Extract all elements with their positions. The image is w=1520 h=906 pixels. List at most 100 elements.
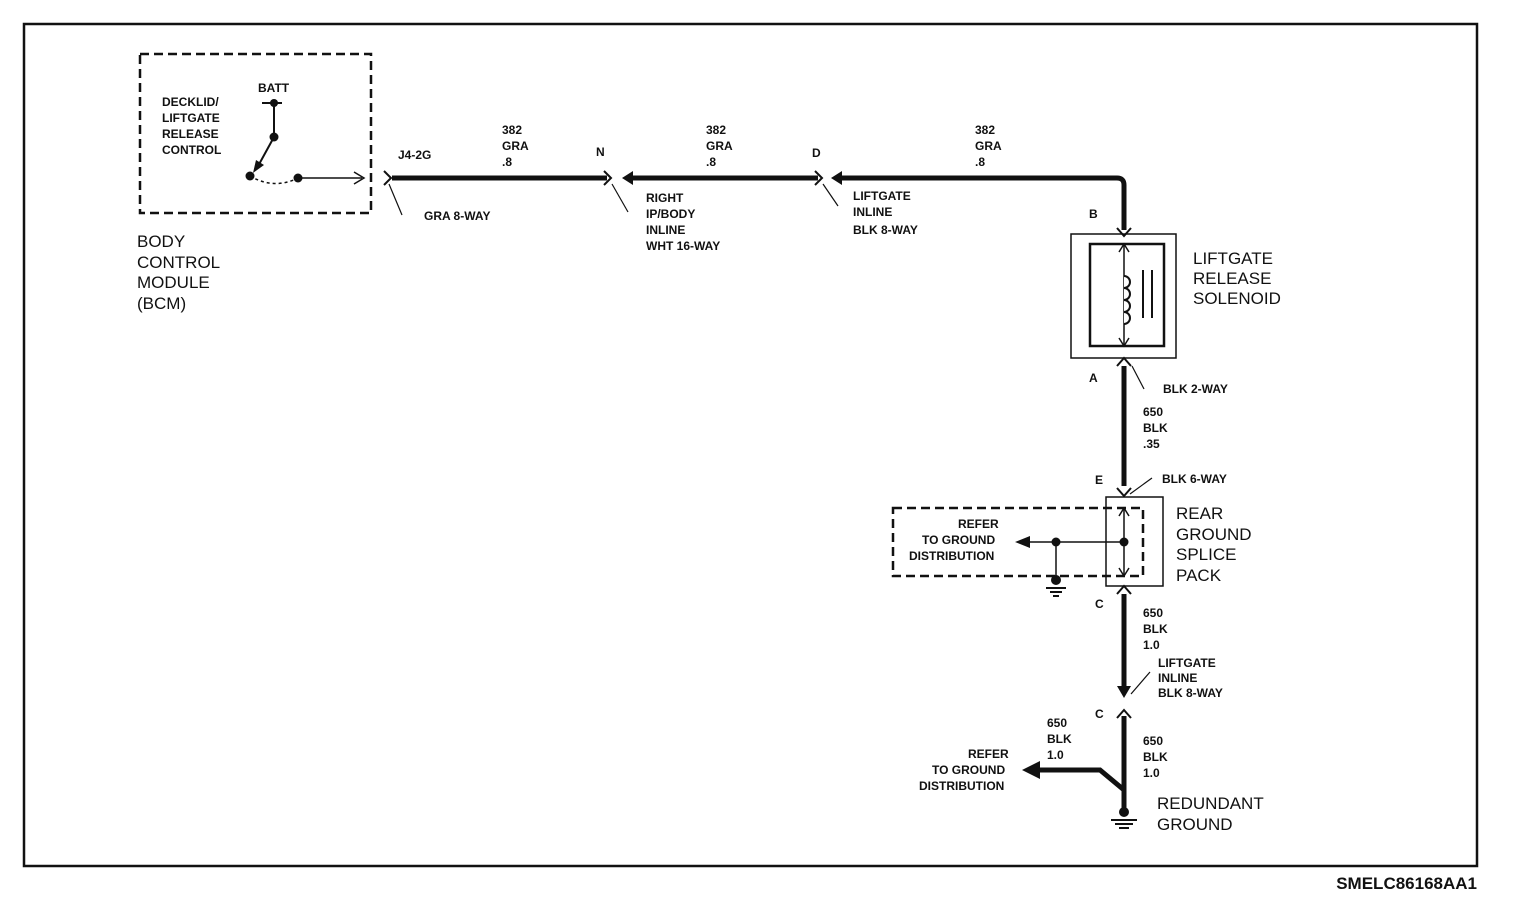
wire-color-3: GRA [975, 139, 1002, 153]
arrow-icon [622, 171, 633, 185]
solenoid-name-3: SOLENOID [1193, 289, 1281, 308]
wire-650-035: 650 BLK .35 [1121, 366, 1168, 486]
inline-d-pin: D [812, 146, 821, 160]
solenoid-name-1: LIFTGATE [1193, 249, 1273, 268]
splice-refer-3: DISTRIBUTION [909, 549, 994, 563]
rear-ground-splice-pack: E BLK 6-WAY REFER TO GROUND DISTRIBUTION… [891, 472, 1252, 611]
wire-650-color-2: BLK [1143, 622, 1168, 636]
switch-icon [245, 99, 366, 185]
inline-c-label-1: LIFTGATE [1158, 656, 1216, 670]
wire-650-circuit-3: 650 [1047, 716, 1067, 730]
splice-connector: BLK 6-WAY [1162, 472, 1227, 486]
splice-dashed-box [891, 506, 1145, 578]
bcm-connector-pin: J4-2G [398, 148, 431, 162]
leader-line [1131, 365, 1145, 390]
batt-label: BATT [258, 81, 290, 95]
redundant-name-2: GROUND [1157, 815, 1233, 834]
splice-name-4: PACK [1176, 566, 1222, 585]
inline-connector-c: LIFTGATE INLINE BLK 8-WAY C [1095, 656, 1223, 721]
wire-650-color-4: BLK [1143, 750, 1168, 764]
wire-650-size-4: 1.0 [1143, 766, 1160, 780]
solenoid-pin-a: A [1089, 371, 1098, 385]
solenoid-inner-box [1088, 242, 1166, 348]
bcm-control-label-1: DECKLID/ [162, 95, 219, 109]
wire-color-1: GRA [502, 139, 529, 153]
inline-n-label-4: WHT 16-WAY [646, 239, 720, 253]
leader-line [1129, 477, 1153, 495]
wire-circuit-3: 382 [975, 123, 995, 137]
arrow-icon [1015, 536, 1030, 548]
wire-size-2: .8 [706, 155, 716, 169]
bcm-block: DECKLID/ LIFTGATE RELEASE CONTROL BATT B… [137, 52, 373, 313]
redundant-refer-2: TO GROUND [932, 763, 1005, 777]
liftgate-release-solenoid: B A BLK 2-WAY LIFTGATE RELEASE SOLENOID [1070, 207, 1281, 396]
leader-line [822, 183, 839, 207]
wire-color-2: GRA [706, 139, 733, 153]
inline-d-label-3: BLK 8-WAY [853, 223, 918, 237]
connector-symbol [1116, 227, 1132, 238]
inline-c-pin: C [1095, 707, 1104, 721]
connector-symbol [1116, 584, 1132, 595]
solenoid-name-2: RELEASE [1193, 269, 1271, 288]
solenoid-connector: BLK 2-WAY [1163, 382, 1228, 396]
wire-650-color-1: BLK [1143, 421, 1168, 435]
diagram-frame [22, 22, 1479, 868]
redundant-refer-3: DISTRIBUTION [919, 779, 1004, 793]
bcm-control-label-3: RELEASE [162, 127, 219, 141]
splice-name-2: GROUND [1176, 525, 1252, 544]
bcm-name-3: MODULE [137, 273, 210, 292]
inline-c-label-2: INLINE [1158, 671, 1197, 685]
connector-symbol [383, 170, 393, 186]
inline-d-label-1: LIFTGATE [853, 189, 911, 203]
wire-650-circuit-2: 650 [1143, 606, 1163, 620]
splice-pin-c: C [1095, 597, 1104, 611]
redundant-refer-1: REFER [968, 747, 1009, 761]
connector-symbol [603, 170, 613, 186]
wire-circuit-1: 382 [502, 123, 522, 137]
bcm-connector: J4-2G GRA 8-WAY [383, 148, 490, 223]
arrow-icon [1022, 761, 1040, 779]
bcm-dashed-box [138, 52, 373, 215]
wire-650-color-3: BLK [1047, 732, 1072, 746]
wire-382: 382 GRA .8 382 GRA .8 382 GRA .8 [392, 123, 1127, 230]
redundant-name-1: REDUNDANT [1157, 794, 1264, 813]
splice-refer-1: REFER [958, 517, 999, 531]
arrow-icon [1117, 686, 1131, 698]
wire-650-size-1: .35 [1143, 437, 1160, 451]
bcm-control-label-2: LIFTGATE [162, 111, 220, 125]
connector-symbol [814, 170, 824, 186]
bcm-control-label-4: CONTROL [162, 143, 221, 157]
ground-icon [1111, 807, 1137, 829]
inline-n-label-2: IP/BODY [646, 207, 695, 221]
splice-name-1: REAR [1176, 504, 1223, 523]
splice-pin-e: E [1095, 473, 1103, 487]
ground-icon [1046, 575, 1066, 597]
diagram-id: SMELC86168AA1 [1336, 874, 1477, 893]
inline-d-label-2: INLINE [853, 205, 892, 219]
wire-650-size-3: 1.0 [1047, 748, 1064, 762]
connector-symbol [1116, 356, 1132, 367]
wire-size-3: .8 [975, 155, 985, 169]
solenoid-pin-b: B [1089, 207, 1098, 221]
wire-size-1: .8 [502, 155, 512, 169]
wire-650-circuit-4: 650 [1143, 734, 1163, 748]
bcm-name-2: CONTROL [137, 253, 220, 272]
splice-name-3: SPLICE [1176, 545, 1236, 564]
bcm-name-4: (BCM) [137, 294, 186, 313]
wire-650-size-2: 1.0 [1143, 638, 1160, 652]
inline-n-label-1: RIGHT [646, 191, 684, 205]
connector-symbol [1116, 708, 1132, 719]
leader-line [388, 183, 403, 216]
bcm-name-1: BODY [137, 232, 185, 251]
wire-650-10-upper: 650 BLK 1.0 [1117, 594, 1168, 698]
inline-n-pin: N [596, 145, 605, 159]
inline-connector-n: N RIGHT IP/BODY INLINE WHT 16-WAY [596, 145, 720, 253]
arrow-icon [831, 171, 842, 185]
wire-segment-3 [836, 175, 1127, 230]
wire-650-circuit-1: 650 [1143, 405, 1163, 419]
redundant-ground: 650 BLK 1.0 650 BLK 1.0 REFER TO GROUND … [919, 716, 1264, 834]
bcm-connector-name: GRA 8-WAY [424, 209, 490, 223]
leader-line [611, 183, 629, 213]
connector-symbol [1116, 487, 1132, 498]
